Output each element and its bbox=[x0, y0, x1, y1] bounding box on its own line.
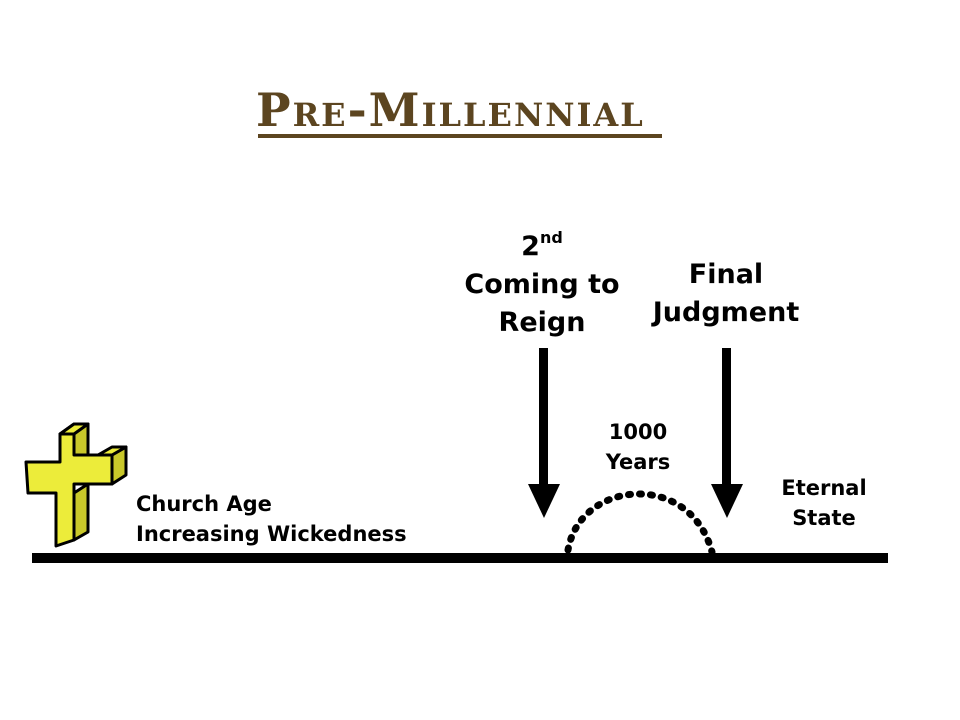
eternal-state-line2: State bbox=[792, 506, 856, 530]
ordinal-suffix: nd bbox=[539, 228, 563, 247]
title-underline bbox=[258, 134, 662, 138]
final-judgment-line1: Final bbox=[688, 259, 764, 290]
church-age-line1: Church Age bbox=[136, 492, 272, 516]
millennium-arc bbox=[564, 490, 716, 556]
ordinal-number: 2 bbox=[521, 231, 540, 262]
millennium-label: 1000 Years bbox=[580, 417, 696, 477]
second-coming-arrow bbox=[528, 348, 560, 518]
second-coming-label: 2nd Coming to Reign bbox=[444, 228, 640, 342]
second-coming-line1: Coming to bbox=[464, 269, 620, 300]
final-judgment-label: Final Judgment bbox=[636, 256, 816, 332]
second-coming-ordinal: 2nd bbox=[444, 228, 640, 266]
final-judgment-line2: Judgment bbox=[652, 297, 800, 328]
final-judgment-arrow bbox=[711, 348, 743, 518]
church-age-label: Church Age Increasing Wickedness bbox=[136, 489, 456, 549]
cross-icon bbox=[24, 422, 128, 548]
slide-title: Pre-Millennial bbox=[256, 83, 645, 137]
millennium-line1: 1000 bbox=[608, 420, 668, 444]
church-age-line2: Increasing Wickedness bbox=[136, 522, 407, 546]
millennium-line2: Years bbox=[605, 450, 671, 474]
eternal-state-line1: Eternal bbox=[781, 476, 867, 500]
second-coming-line2: Reign bbox=[498, 307, 586, 338]
timeline-baseline bbox=[32, 553, 888, 563]
eternal-state-label: Eternal State bbox=[760, 473, 888, 533]
